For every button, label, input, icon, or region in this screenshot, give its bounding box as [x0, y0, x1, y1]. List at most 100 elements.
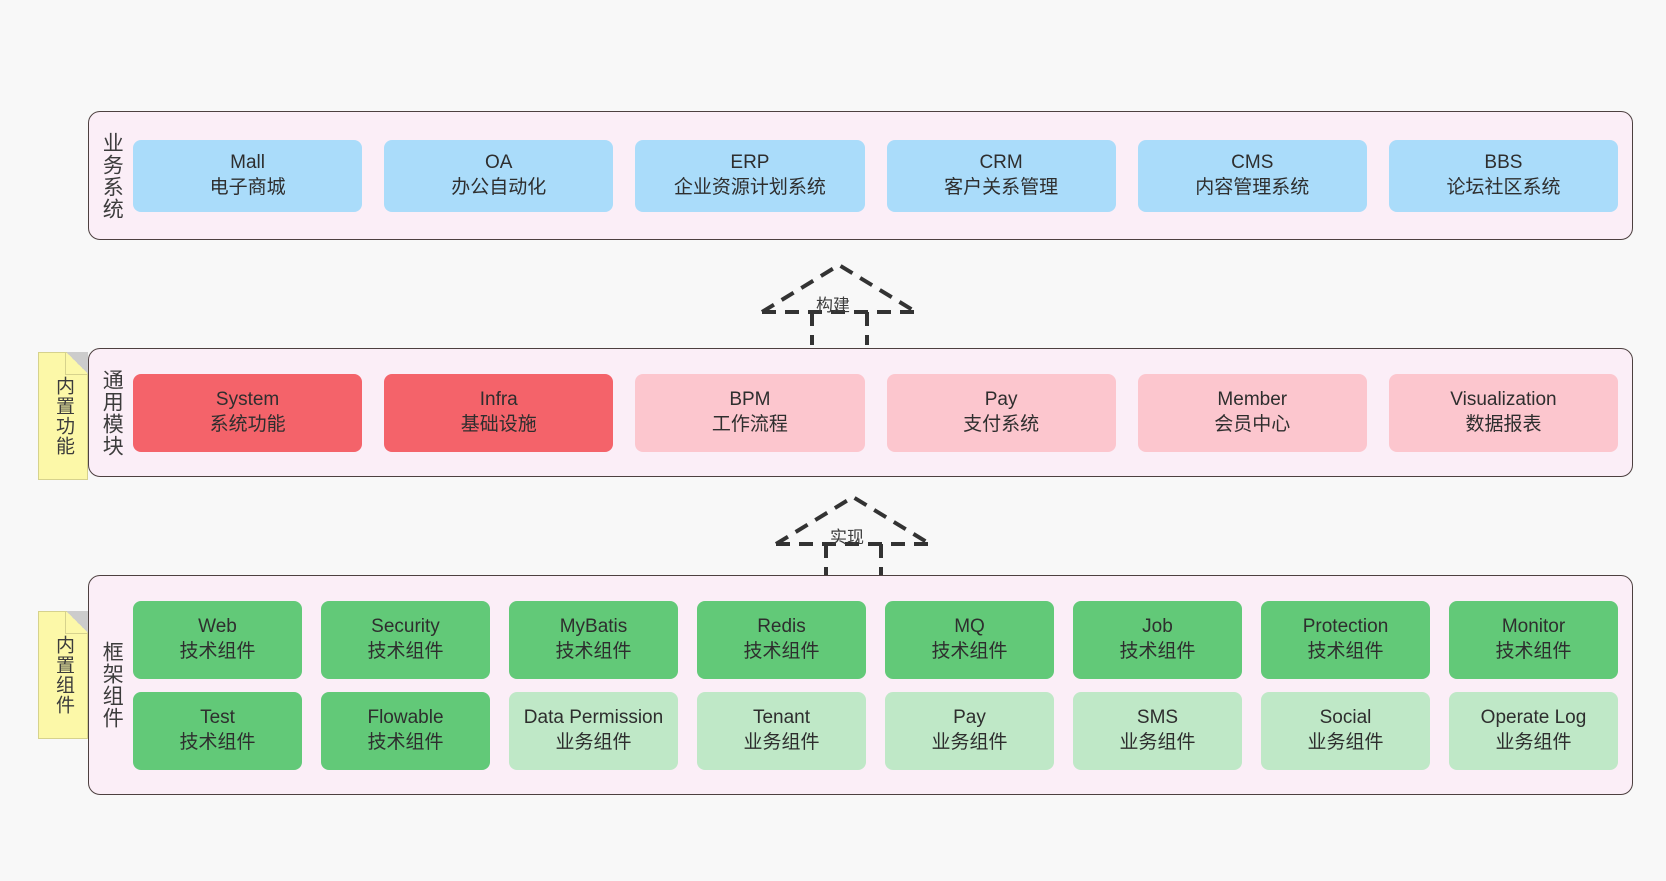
generalization-arrow-icon	[774, 494, 932, 577]
node-title-en: Pay	[953, 707, 986, 729]
sticky-note-builtin-components: 内置组件	[38, 611, 88, 739]
node-title-en: System	[215, 389, 280, 411]
node-title-cn: 论坛社区系统	[1446, 176, 1561, 198]
node-row: System 系统功能 Infra 基础设施 BPM 工作流程 Pay 支付系统…	[133, 373, 1619, 452]
node-title-cn: 办公自动化	[451, 176, 547, 198]
node-title-en: Tenant	[752, 707, 811, 729]
node-title-cn: 客户关系管理	[944, 176, 1059, 198]
node-title-cn: 业务组件	[1307, 731, 1384, 753]
node-title-en: MQ	[954, 616, 985, 638]
node-infra[interactable]: Infra 基础设施	[384, 373, 614, 452]
node-cms[interactable]: CMS 内容管理系统	[1137, 139, 1367, 212]
sticky-note-label: 内置组件	[53, 635, 75, 715]
node-title-en: Member	[1217, 389, 1288, 411]
node-title-en: Pay	[984, 389, 1018, 411]
node-title-cn: 内容管理系统	[1195, 176, 1310, 198]
node-title-en: SMS	[1136, 707, 1179, 729]
node-row: Web 技术组件 Security 技术组件 MyBatis 技术组件 Redi…	[133, 600, 1618, 679]
node-web[interactable]: Web 技术组件	[133, 600, 302, 679]
node-title-cn: 基础设施	[460, 413, 537, 435]
node-social[interactable]: Social 业务组件	[1261, 691, 1430, 770]
node-pay-component[interactable]: Pay 业务组件	[885, 691, 1054, 770]
node-crm[interactable]: CRM 客户关系管理	[886, 139, 1116, 212]
node-security[interactable]: Security 技术组件	[321, 600, 490, 679]
node-title-en: Test	[200, 707, 235, 729]
node-title-en: Social	[1319, 707, 1372, 729]
node-title-en: Infra	[479, 389, 518, 411]
node-title-cn: 系统功能	[209, 413, 286, 435]
layer-common-modules[interactable]: 通用模块 System 系统功能 Infra 基础设施 BPM 工作流程 Pay…	[88, 348, 1633, 477]
node-operate-log[interactable]: Operate Log 业务组件	[1449, 691, 1618, 770]
node-title-cn: 技术组件	[179, 640, 256, 662]
node-redis[interactable]: Redis 技术组件	[697, 600, 866, 679]
node-bpm[interactable]: BPM 工作流程	[635, 373, 865, 452]
sticky-note-label: 内置功能	[53, 376, 75, 456]
node-sms[interactable]: SMS 业务组件	[1073, 691, 1242, 770]
node-tenant[interactable]: Tenant 业务组件	[697, 691, 866, 770]
node-title-cn: 技术组件	[367, 640, 444, 662]
node-flowable[interactable]: Flowable 技术组件	[321, 691, 490, 770]
node-bbs[interactable]: BBS 论坛社区系统	[1388, 139, 1619, 212]
node-erp[interactable]: ERP 企业资源计划系统	[635, 139, 865, 212]
node-title-en: Mall	[230, 152, 265, 174]
layer-business-system[interactable]: 业务系统 Mall 电子商城 OA 办公自动化 ERP 企业资源计划系统 CRM…	[88, 111, 1633, 240]
node-oa[interactable]: OA 办公自动化	[384, 139, 614, 212]
node-title-en: Monitor	[1501, 616, 1566, 638]
node-title-cn: 技术组件	[743, 640, 820, 662]
node-pay-module[interactable]: Pay 支付系统	[886, 373, 1116, 452]
connector-label-build: 构建	[816, 296, 850, 315]
node-title-cn: 技术组件	[1495, 640, 1572, 662]
node-title-cn: 会员中心	[1214, 413, 1291, 435]
layer-framework-components[interactable]: 框架组件 Web 技术组件 Security 技术组件 MyBatis 技术组件…	[88, 575, 1633, 795]
node-title-cn: 业务组件	[1495, 731, 1572, 753]
node-title-en: Protection	[1302, 616, 1389, 638]
node-visualization[interactable]: Visualization 数据报表	[1388, 373, 1619, 452]
node-title-cn: 技术组件	[555, 640, 632, 662]
node-title-cn: 业务组件	[931, 731, 1008, 753]
node-protection[interactable]: Protection 技术组件	[1261, 600, 1430, 679]
node-title-en: Visualization	[1450, 389, 1557, 411]
node-title-en: BPM	[729, 389, 771, 411]
node-title-en: CRM	[979, 152, 1023, 174]
node-title-cn: 技术组件	[1119, 640, 1196, 662]
node-data-permission[interactable]: Data Permission 业务组件	[509, 691, 678, 770]
node-title-cn: 业务组件	[555, 731, 632, 753]
node-row: Mall 电子商城 OA 办公自动化 ERP 企业资源计划系统 CRM 客户关系…	[133, 139, 1619, 212]
node-title-en: Operate Log	[1480, 707, 1587, 729]
node-mq[interactable]: MQ 技术组件	[885, 600, 1054, 679]
node-title-cn: 技术组件	[1307, 640, 1384, 662]
node-title-cn: 支付系统	[963, 413, 1040, 435]
node-title-cn: 技术组件	[931, 640, 1008, 662]
node-title-cn: 电子商城	[209, 176, 286, 198]
sticky-note-builtin-features: 内置功能	[38, 352, 88, 480]
node-title-cn: 企业资源计划系统	[673, 176, 826, 198]
node-title-en: Security	[371, 616, 440, 638]
node-monitor[interactable]: Monitor 技术组件	[1449, 600, 1618, 679]
node-job[interactable]: Job 技术组件	[1073, 600, 1242, 679]
layer-body-modules: System 系统功能 Infra 基础设施 BPM 工作流程 Pay 支付系统…	[133, 349, 1632, 476]
connector-implement: 实现	[766, 487, 941, 577]
node-system[interactable]: System 系统功能	[133, 373, 363, 452]
node-title-en: Job	[1142, 616, 1173, 638]
node-title-en: OA	[485, 152, 513, 174]
connector-build: 构建	[752, 255, 927, 345]
node-test[interactable]: Test 技术组件	[133, 691, 302, 770]
generalization-arrow-icon	[760, 262, 918, 345]
node-title-en: Data Permission	[523, 707, 664, 729]
node-mall[interactable]: Mall 电子商城	[133, 139, 363, 212]
node-mybatis[interactable]: MyBatis 技术组件	[509, 600, 678, 679]
node-title-cn: 数据报表	[1465, 413, 1542, 435]
node-title-en: Redis	[757, 616, 806, 638]
node-title-cn: 技术组件	[367, 731, 444, 753]
layer-caption-framework: 框架组件	[100, 641, 124, 729]
node-row: Test 技术组件 Flowable 技术组件 Data Permission …	[133, 691, 1618, 770]
layer-caption-modules: 通用模块	[100, 368, 124, 457]
node-title-en: MyBatis	[559, 616, 628, 638]
node-title-cn: 工作流程	[711, 413, 788, 435]
node-title-en: BBS	[1484, 152, 1523, 174]
layer-body-framework: Web 技术组件 Security 技术组件 MyBatis 技术组件 Redi…	[133, 576, 1632, 794]
node-title-en: CMS	[1231, 152, 1274, 174]
node-title-cn: 业务组件	[1119, 731, 1196, 753]
node-member[interactable]: Member 会员中心	[1137, 373, 1367, 452]
